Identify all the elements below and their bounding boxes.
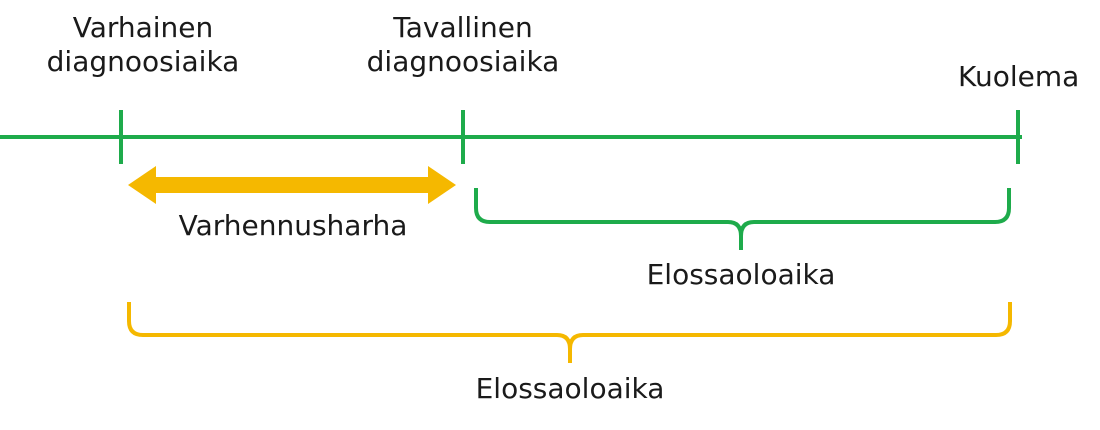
label-survival-long: Elossaoloaika bbox=[475, 372, 665, 405]
label-survival-short: Elossaoloaika bbox=[646, 258, 836, 291]
label-lead-time-bias: Varhennusharha bbox=[178, 209, 408, 242]
label-usual-diagnosis-line1: Tavallinen bbox=[393, 11, 533, 44]
label-early-diagnosis: Varhainen diagnoosiaika bbox=[47, 11, 240, 79]
label-usual-diagnosis: Tavallinen diagnoosiaika bbox=[367, 11, 560, 79]
label-early-diagnosis-line2: diagnoosiaika bbox=[46, 45, 240, 78]
survival-bracket-yellow bbox=[127, 302, 1012, 363]
survival-bracket-green bbox=[474, 188, 1011, 250]
label-early-diagnosis-line1: Varhainen bbox=[72, 11, 214, 44]
label-usual-diagnosis-line2: diagnoosiaika bbox=[366, 45, 560, 78]
label-death: Kuolema bbox=[958, 60, 1080, 93]
lead-time-arrow bbox=[128, 166, 456, 204]
